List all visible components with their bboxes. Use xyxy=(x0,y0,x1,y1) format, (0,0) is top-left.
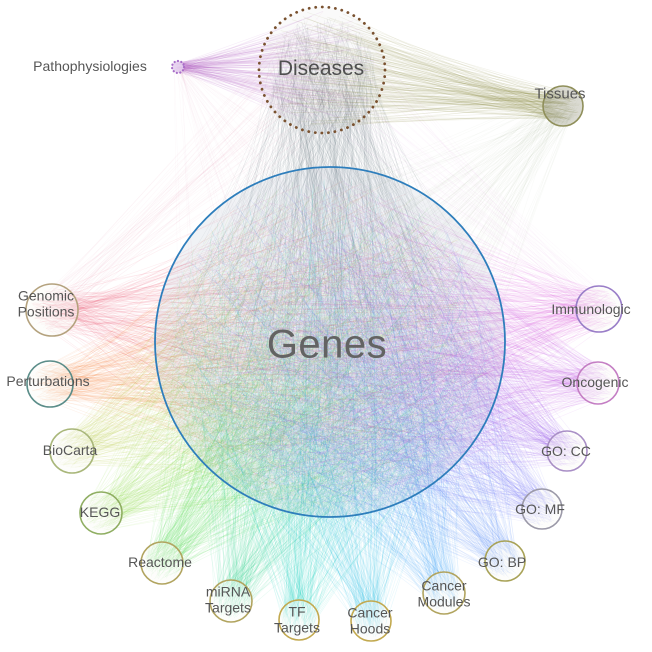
node-label-diseases[interactable]: Diseases xyxy=(277,57,365,81)
node-label-tissues[interactable]: Tissues xyxy=(534,85,586,103)
node-label-cancer-modules[interactable]: Cancer Modules xyxy=(417,577,471,609)
node-label-immunologic[interactable]: Immunologic xyxy=(551,301,631,318)
node-label-perturbations[interactable]: Perturbations xyxy=(6,373,90,390)
node-label-kegg[interactable]: KEGG xyxy=(79,504,121,521)
node-label-tf-targets[interactable]: TF Targets xyxy=(274,603,320,635)
node-label-go-cc[interactable]: GO: CC xyxy=(541,443,591,460)
node-label-genes[interactable]: Genes xyxy=(266,322,388,367)
node-label-mirna-targets[interactable]: miRNA Targets xyxy=(205,583,251,615)
node-label-go-mf[interactable]: GO: MF xyxy=(515,501,565,518)
node-label-biocarta[interactable]: BioCarta xyxy=(42,442,98,459)
node-label-oncogenic[interactable]: Oncogenic xyxy=(561,374,629,391)
node-label-pathophysiologies[interactable]: Pathophysiologies xyxy=(33,58,147,75)
node-label-go-bp[interactable]: GO: BP xyxy=(477,554,527,571)
node-label-reactome[interactable]: Reactome xyxy=(128,554,192,571)
node-label-cancer-hoods[interactable]: Cancer Hoods xyxy=(347,604,393,636)
node-label-genomic-positions[interactable]: Genomic Positions xyxy=(17,287,75,319)
